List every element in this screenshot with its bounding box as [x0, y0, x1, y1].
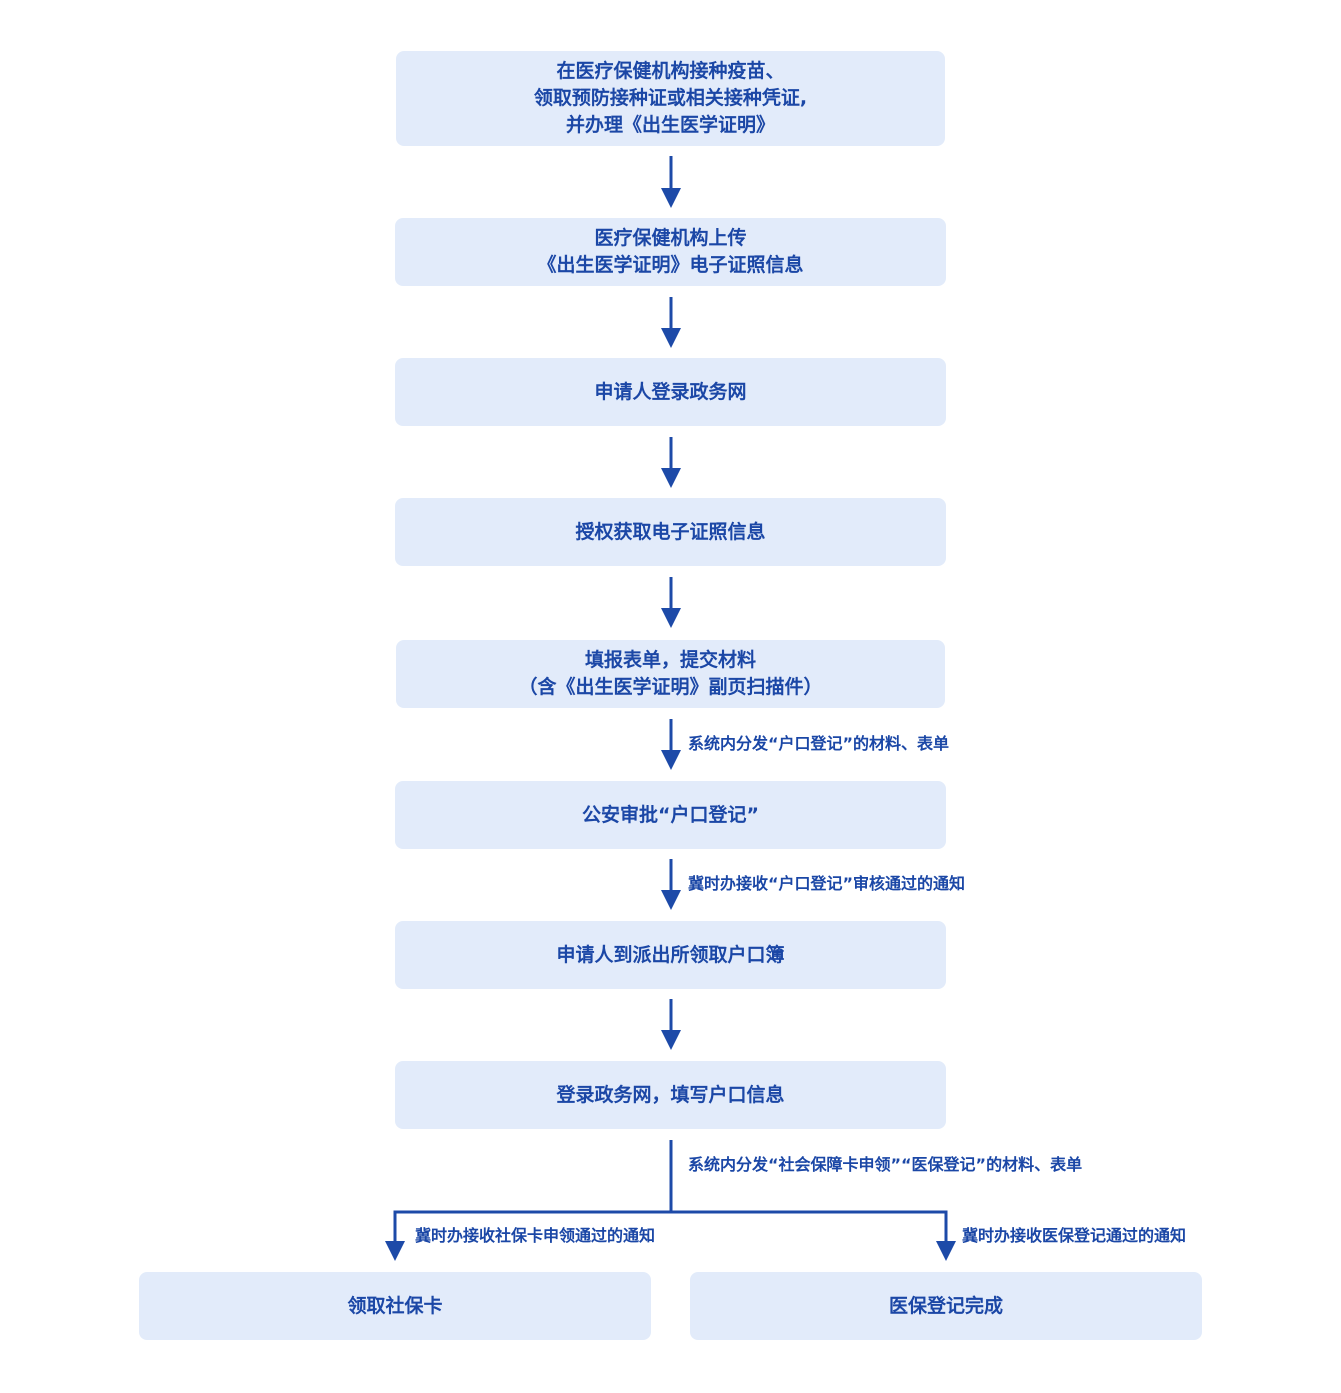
arrowhead-3	[661, 468, 681, 488]
branch-right-line	[671, 1210, 948, 1248]
node-authorize: 授权获取电子证照信息	[395, 498, 946, 566]
arrowhead-1	[661, 188, 681, 208]
node-text-line: （含《出生医学证明》副页扫描件）	[518, 676, 823, 698]
edge-label-notify-social-card: 冀时办接收社保卡申领通过的通知	[415, 1226, 656, 1245]
node-text-line: 登录政务网，填写户口信息	[556, 1083, 785, 1106]
node-medical-done: 医保登记完成	[690, 1272, 1202, 1340]
node-text-line: 填报表单，提交材料	[584, 649, 756, 671]
arrowhead-4	[661, 608, 681, 628]
node-police-approval: 公安审批“户口登记”	[395, 781, 946, 849]
arrowhead-left-branch	[385, 1241, 405, 1261]
node-text-line: 授权获取电子证照信息	[575, 520, 766, 543]
node-fill-form: 填报表单，提交材料 （含《出生医学证明》副页扫描件）	[396, 640, 945, 708]
node-text-line: 并办理《出生医学证明》	[565, 114, 775, 136]
node-get-hukou-book: 申请人到派出所领取户口簿	[395, 921, 946, 989]
node-login: 申请人登录政务网	[395, 358, 946, 426]
arrowhead-5	[661, 750, 681, 770]
edge-label-distribute-hukou: 系统内分发“户口登记”的材料、表单	[688, 734, 950, 753]
arrowhead-2	[661, 328, 681, 348]
node-text-line: 医疗保健机构上传	[594, 227, 747, 249]
node-text-line: 公安审批“户口登记”	[582, 803, 759, 826]
node-get-social-card: 领取社保卡	[139, 1272, 651, 1340]
node-text-line: 申请人到派出所领取户口簿	[556, 943, 785, 966]
node-text-line: 申请人登录政务网	[594, 380, 747, 403]
arrowhead-7	[661, 1030, 681, 1050]
node-text-line: 医保登记完成	[888, 1294, 1003, 1317]
arrowhead-6	[661, 890, 681, 910]
node-text-line: 领取社保卡	[347, 1294, 443, 1317]
edge-label-notify-medical: 冀时办接收医保登记通过的通知	[962, 1226, 1187, 1245]
branch-left-line	[393, 1210, 671, 1248]
arrowhead-right-branch	[936, 1241, 956, 1261]
node-fill-hukou-info: 登录政务网，填写户口信息	[395, 1061, 946, 1129]
edge-label-distribute-social: 系统内分发“社会保障卡申领”“医保登记”的材料、表单	[688, 1155, 1083, 1174]
node-upload: 医疗保健机构上传 《出生医学证明》电子证照信息	[395, 218, 946, 286]
node-vaccinate: 在医疗保健机构接种疫苗、 领取预防接种证或相关接种凭证, 并办理《出生医学证明》	[396, 51, 945, 146]
node-text-line: 领取预防接种证或相关接种凭证,	[533, 87, 808, 109]
node-text-line: 《出生医学证明》电子证照信息	[537, 254, 804, 276]
edge-label-notify-hukou: 冀时办接收“户口登记”审核通过的通知	[688, 874, 966, 893]
node-text-line: 在医疗保健机构接种疫苗、	[556, 60, 785, 82]
